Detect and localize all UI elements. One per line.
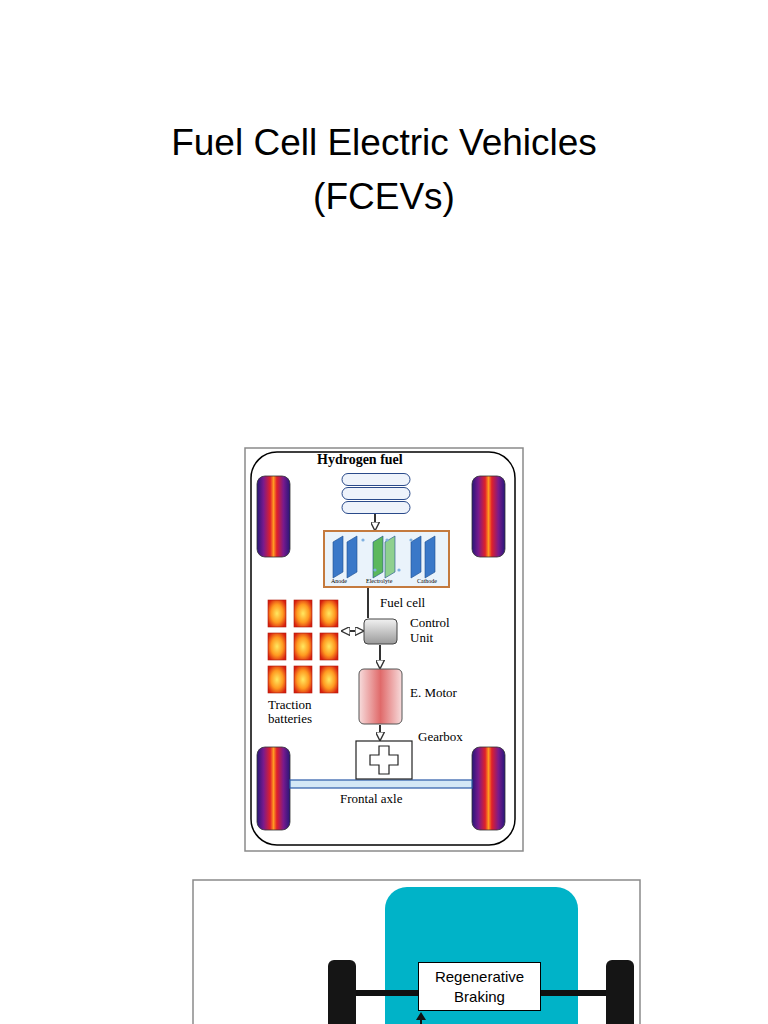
gas-particle bbox=[385, 538, 388, 541]
part-label: Frontal axle bbox=[340, 792, 402, 805]
front-axle bbox=[290, 780, 472, 788]
wheel bbox=[328, 960, 356, 1024]
gearbox-graphic bbox=[355, 740, 413, 780]
title: Fuel Cell Electric Vehicles (FCEVs) bbox=[104, 116, 664, 224]
gearbox-housing bbox=[356, 741, 412, 779]
cell-plate bbox=[385, 536, 395, 578]
node-label: Fuel cell bbox=[380, 596, 460, 611]
battery-cell bbox=[320, 633, 338, 660]
node-label: Hydrogen fuel bbox=[317, 452, 437, 468]
gearbox: Gearbox bbox=[355, 740, 413, 780]
electric-motor: E. Motor bbox=[358, 668, 403, 725]
figure-frame bbox=[245, 448, 523, 851]
node-label: Regenerative Braking bbox=[425, 967, 534, 1006]
battery-pack: Traction batteries bbox=[266, 598, 342, 696]
electrolyte-label: Electrolyte bbox=[366, 578, 392, 584]
tank-cylinder bbox=[342, 502, 410, 514]
electric-motor-graphic bbox=[358, 668, 403, 725]
connector-arrow bbox=[367, 588, 369, 618]
battery-cell bbox=[268, 633, 286, 660]
tank-cylinder bbox=[342, 474, 410, 486]
arrow-head bbox=[416, 1012, 426, 1020]
battery-pack-graphic bbox=[266, 598, 342, 696]
battery-cell bbox=[320, 600, 338, 627]
gas-particle bbox=[373, 568, 376, 571]
tank-cylinder bbox=[342, 488, 410, 500]
battery-cell bbox=[294, 633, 312, 660]
connector-arrow bbox=[374, 514, 376, 530]
axle bbox=[356, 990, 420, 996]
node-label: Control Unit bbox=[410, 616, 470, 646]
gas-particle bbox=[361, 538, 364, 541]
battery-cell bbox=[320, 666, 338, 693]
hydrogen-tank-graphic bbox=[341, 473, 411, 514]
cell-plate bbox=[425, 536, 435, 578]
battery-cell bbox=[268, 600, 286, 627]
control-box bbox=[364, 619, 397, 644]
cell-plate bbox=[373, 536, 383, 578]
vehicle-body bbox=[385, 887, 578, 1024]
gas-particle bbox=[409, 538, 412, 541]
wheel bbox=[472, 476, 505, 557]
cell-plate bbox=[333, 536, 343, 578]
connector-arrow bbox=[379, 645, 381, 668]
fuel-cell-frame bbox=[324, 531, 449, 587]
car-outline bbox=[251, 452, 515, 845]
wheel bbox=[257, 747, 290, 830]
motor-body bbox=[359, 669, 402, 724]
battery-cell bbox=[268, 666, 286, 693]
axle bbox=[539, 990, 606, 996]
control-unit: Control Unit bbox=[363, 618, 398, 645]
gear-symbol bbox=[370, 746, 398, 774]
wheel bbox=[257, 476, 290, 557]
cell-plate bbox=[347, 536, 357, 578]
electrode-label: Anode bbox=[331, 578, 347, 584]
node-label: Traction batteries bbox=[268, 698, 338, 725]
node-label: Gearbox bbox=[418, 730, 488, 745]
gas-particle bbox=[397, 568, 400, 571]
connector-arrow bbox=[379, 725, 381, 740]
process-box: Regenerative Braking bbox=[418, 962, 541, 1011]
electrode-label: Cathode bbox=[417, 578, 437, 584]
wheel bbox=[472, 747, 505, 830]
battery-cell bbox=[294, 666, 312, 693]
cell-plate bbox=[411, 536, 421, 578]
connector-arrow bbox=[342, 630, 363, 632]
hydrogen-tank: Hydrogen fuel bbox=[341, 473, 411, 514]
battery-cell bbox=[294, 600, 312, 627]
node-label: E. Motor bbox=[410, 686, 480, 701]
wheel bbox=[606, 960, 634, 1024]
control-unit-graphic bbox=[363, 618, 398, 645]
